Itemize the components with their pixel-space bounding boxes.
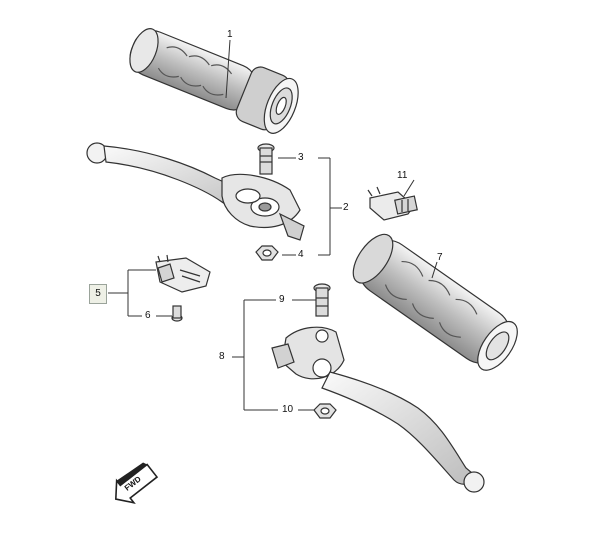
callout-3: 3: [298, 152, 304, 163]
leader-lines: [108, 39, 438, 411]
brake-lever-part: [86, 142, 305, 241]
clutch-nut-part: [313, 403, 337, 419]
callout-6: 6: [145, 310, 151, 321]
switch-screw-part: [171, 305, 183, 322]
throttle-grip-part: [129, 28, 299, 134]
forward-arrow-icon: [114, 462, 159, 504]
brake-switch-part: [155, 254, 211, 293]
callout-10: 10: [282, 404, 294, 415]
callout-5: 5: [89, 284, 107, 304]
callout-9: 9: [279, 294, 285, 305]
nut-part: [255, 245, 279, 261]
callout-11: 11: [397, 170, 408, 181]
handlebar-grip-part: [352, 233, 518, 371]
pivot-bolt-part: [257, 143, 275, 175]
callout-8: 8: [219, 351, 225, 362]
callout-2: 2: [343, 202, 349, 213]
callout-7: 7: [437, 252, 443, 263]
switch-part: [367, 186, 418, 221]
callout-4: 4: [298, 249, 304, 260]
clutch-pivot-bolt-part: [313, 283, 331, 317]
callout-1: 1: [227, 29, 233, 40]
clutch-lever-part: [271, 326, 485, 493]
